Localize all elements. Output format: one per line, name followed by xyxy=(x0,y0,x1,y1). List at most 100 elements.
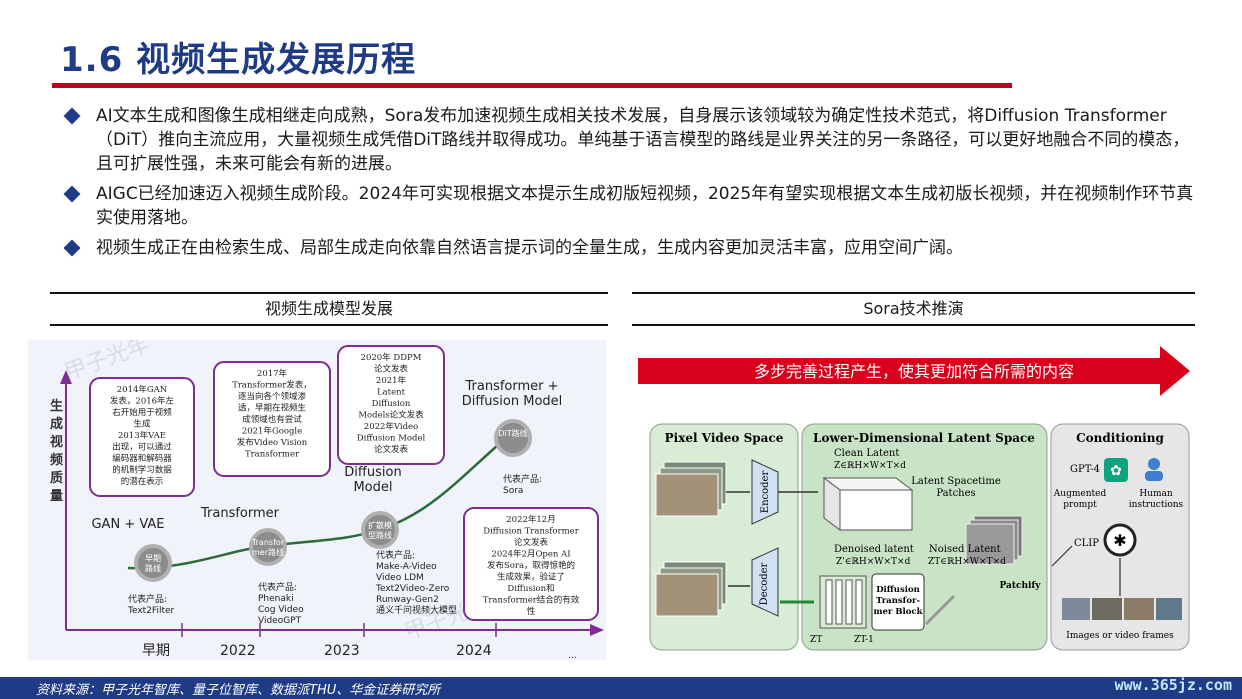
diamond-bullet-icon xyxy=(63,239,81,257)
banner-arrow xyxy=(638,346,1190,396)
note-box xyxy=(213,361,331,477)
decoder-block xyxy=(751,547,779,617)
site-watermark: www.365jz.com xyxy=(1114,676,1232,694)
gpt4-logo-glyph: ✿ xyxy=(1110,463,1122,479)
human-icon xyxy=(1148,458,1160,470)
stage-node xyxy=(361,511,399,549)
openai-logo-glyph: ✱ xyxy=(1113,531,1126,550)
bullet-text: AI文本生成和图像生成相继走向成熟，Sora发布加速视频生成相关技术发展，自身展… xyxy=(96,106,1190,174)
stage-node-label: 扩散模型路线 xyxy=(368,520,392,540)
clean-latent-label: Clean Latent xyxy=(834,448,899,459)
x-tick-label: 早期 xyxy=(142,643,170,659)
denoising-steps xyxy=(819,575,867,629)
zt-label: ZT xyxy=(810,635,822,645)
page-title: 1.6 视频生成发展历程 xyxy=(60,40,417,80)
conditioning-images xyxy=(1062,598,1182,620)
left-panel-title: 视频生成模型发展 xyxy=(264,299,393,318)
stage-products: 代表产品:Sora xyxy=(503,473,542,496)
gpt4-label: GPT-4 xyxy=(1070,464,1100,475)
bullet-item: AIGC已经加速迈入视频生成阶段。2024年可实现根据文本提示生成初版短视频，2… xyxy=(63,182,1194,230)
title-divider xyxy=(52,83,1012,88)
latent-space-label: Lower-Dimensional Latent Space xyxy=(813,431,1035,445)
page-stub: … xyxy=(568,651,577,660)
clean-latent-grid xyxy=(822,477,914,531)
gpt4-logo-icon xyxy=(1104,458,1128,482)
pixel-space-label: Pixel Video Space xyxy=(665,431,784,445)
bullet-item: 视频生成正在由检索生成、局部生成走向依靠自然语言提示词的全量生成，生成内容更加灵… xyxy=(63,236,1194,260)
stage-node xyxy=(134,544,172,582)
stage-node-label: DiT路线 xyxy=(498,428,527,438)
x-tick-label: 2024 xyxy=(456,643,492,659)
images-frames-label: Images or video frames xyxy=(1066,631,1174,641)
human-body-icon xyxy=(1145,471,1163,481)
y-axis-label-text: 生成视频质量 xyxy=(50,398,63,504)
sora-architecture-figure: 多步完善过程产生，使其更加符合所需的内容 Pixel Video Space L… xyxy=(634,340,1196,660)
note-box xyxy=(337,345,445,465)
diamond-bullet-icon xyxy=(63,185,81,203)
denoised-latent-label: Denoised latent xyxy=(834,544,914,555)
left-panel-header: 视频生成模型发展 xyxy=(50,292,608,326)
stage-name: GAN + VAE xyxy=(91,517,164,532)
input-video-frames xyxy=(655,461,727,517)
stage-node-label: 早期路线 xyxy=(145,554,161,573)
stage-products: 代表产品:Text2Filter xyxy=(127,593,175,616)
source-note: 资料来源：甲子光年智库、量子位智库、数据派THU、华金证券研究所 xyxy=(36,683,441,698)
decoder-label: Decoder xyxy=(759,562,770,605)
spacetime-patches xyxy=(965,515,1023,565)
bullet-text: AIGC已经加速迈入视频生成阶段。2024年可实现根据文本提示生成初版短视频，2… xyxy=(96,184,1194,228)
zt1-label: ZT-1 xyxy=(854,635,874,645)
stage-name: Transformer xyxy=(200,506,280,521)
diamond-bullet-icon xyxy=(63,107,81,125)
right-panel-header: Sora技术推演 xyxy=(632,292,1195,326)
sora-diagram: 多步完善过程产生，使其更加符合所需的内容 Pixel Video Space L… xyxy=(638,346,1190,651)
stage-node xyxy=(249,528,287,566)
note-box xyxy=(89,377,195,497)
openai-logo-icon xyxy=(1103,523,1137,557)
bullet-item: AI文本生成和图像生成相继走向成熟，Sora发布加速视频生成相关技术发展，自身展… xyxy=(63,104,1194,176)
bullet-list: AI文本生成和图像生成相继走向成熟，Sora发布加速视频生成相关技术发展，自身展… xyxy=(63,104,1194,266)
denoised-math: Z'∈ℝH×W×T×d xyxy=(836,557,911,567)
quality-growth-curve xyxy=(127,435,509,570)
footer-bar xyxy=(0,677,1242,699)
stage-name: Transformer +Diffusion Model xyxy=(462,379,563,409)
encoder-block xyxy=(751,459,779,525)
bullet-text: 视频生成正在由检索生成、局部生成走向依靠自然语言提示词的全量生成，生成内容更加灵… xyxy=(96,238,963,258)
x-axis-arrow-icon xyxy=(590,624,604,636)
x-tick-label: 2022 xyxy=(220,643,256,659)
noised-math: ZT∈ℝH×W×T×d xyxy=(928,557,1006,567)
clip-label: CLIP xyxy=(1074,538,1099,549)
output-video-frames xyxy=(655,561,727,617)
note-box xyxy=(463,507,599,621)
y-axis-arrow-icon xyxy=(60,370,72,384)
noised-latent-label: Noised Latent xyxy=(929,544,1001,555)
dit-block xyxy=(871,573,925,631)
right-panel-title: Sora技术推演 xyxy=(863,299,964,318)
arrow-clip-latent xyxy=(1051,545,1073,567)
arrow-noise-dit xyxy=(924,594,956,626)
conditioning-label: Conditioning xyxy=(1076,431,1164,445)
banner-text: 多步完善过程产生，使其更加符合所需的内容 xyxy=(754,362,1074,381)
stage-node xyxy=(494,419,532,457)
encoder-label: Encoder xyxy=(760,471,771,514)
patchify-label: Patchify xyxy=(999,581,1041,591)
clean-latent-math: Z∈ℝH×W×T×d xyxy=(834,461,906,471)
y-axis-label: 生成视频质量 xyxy=(50,398,63,504)
